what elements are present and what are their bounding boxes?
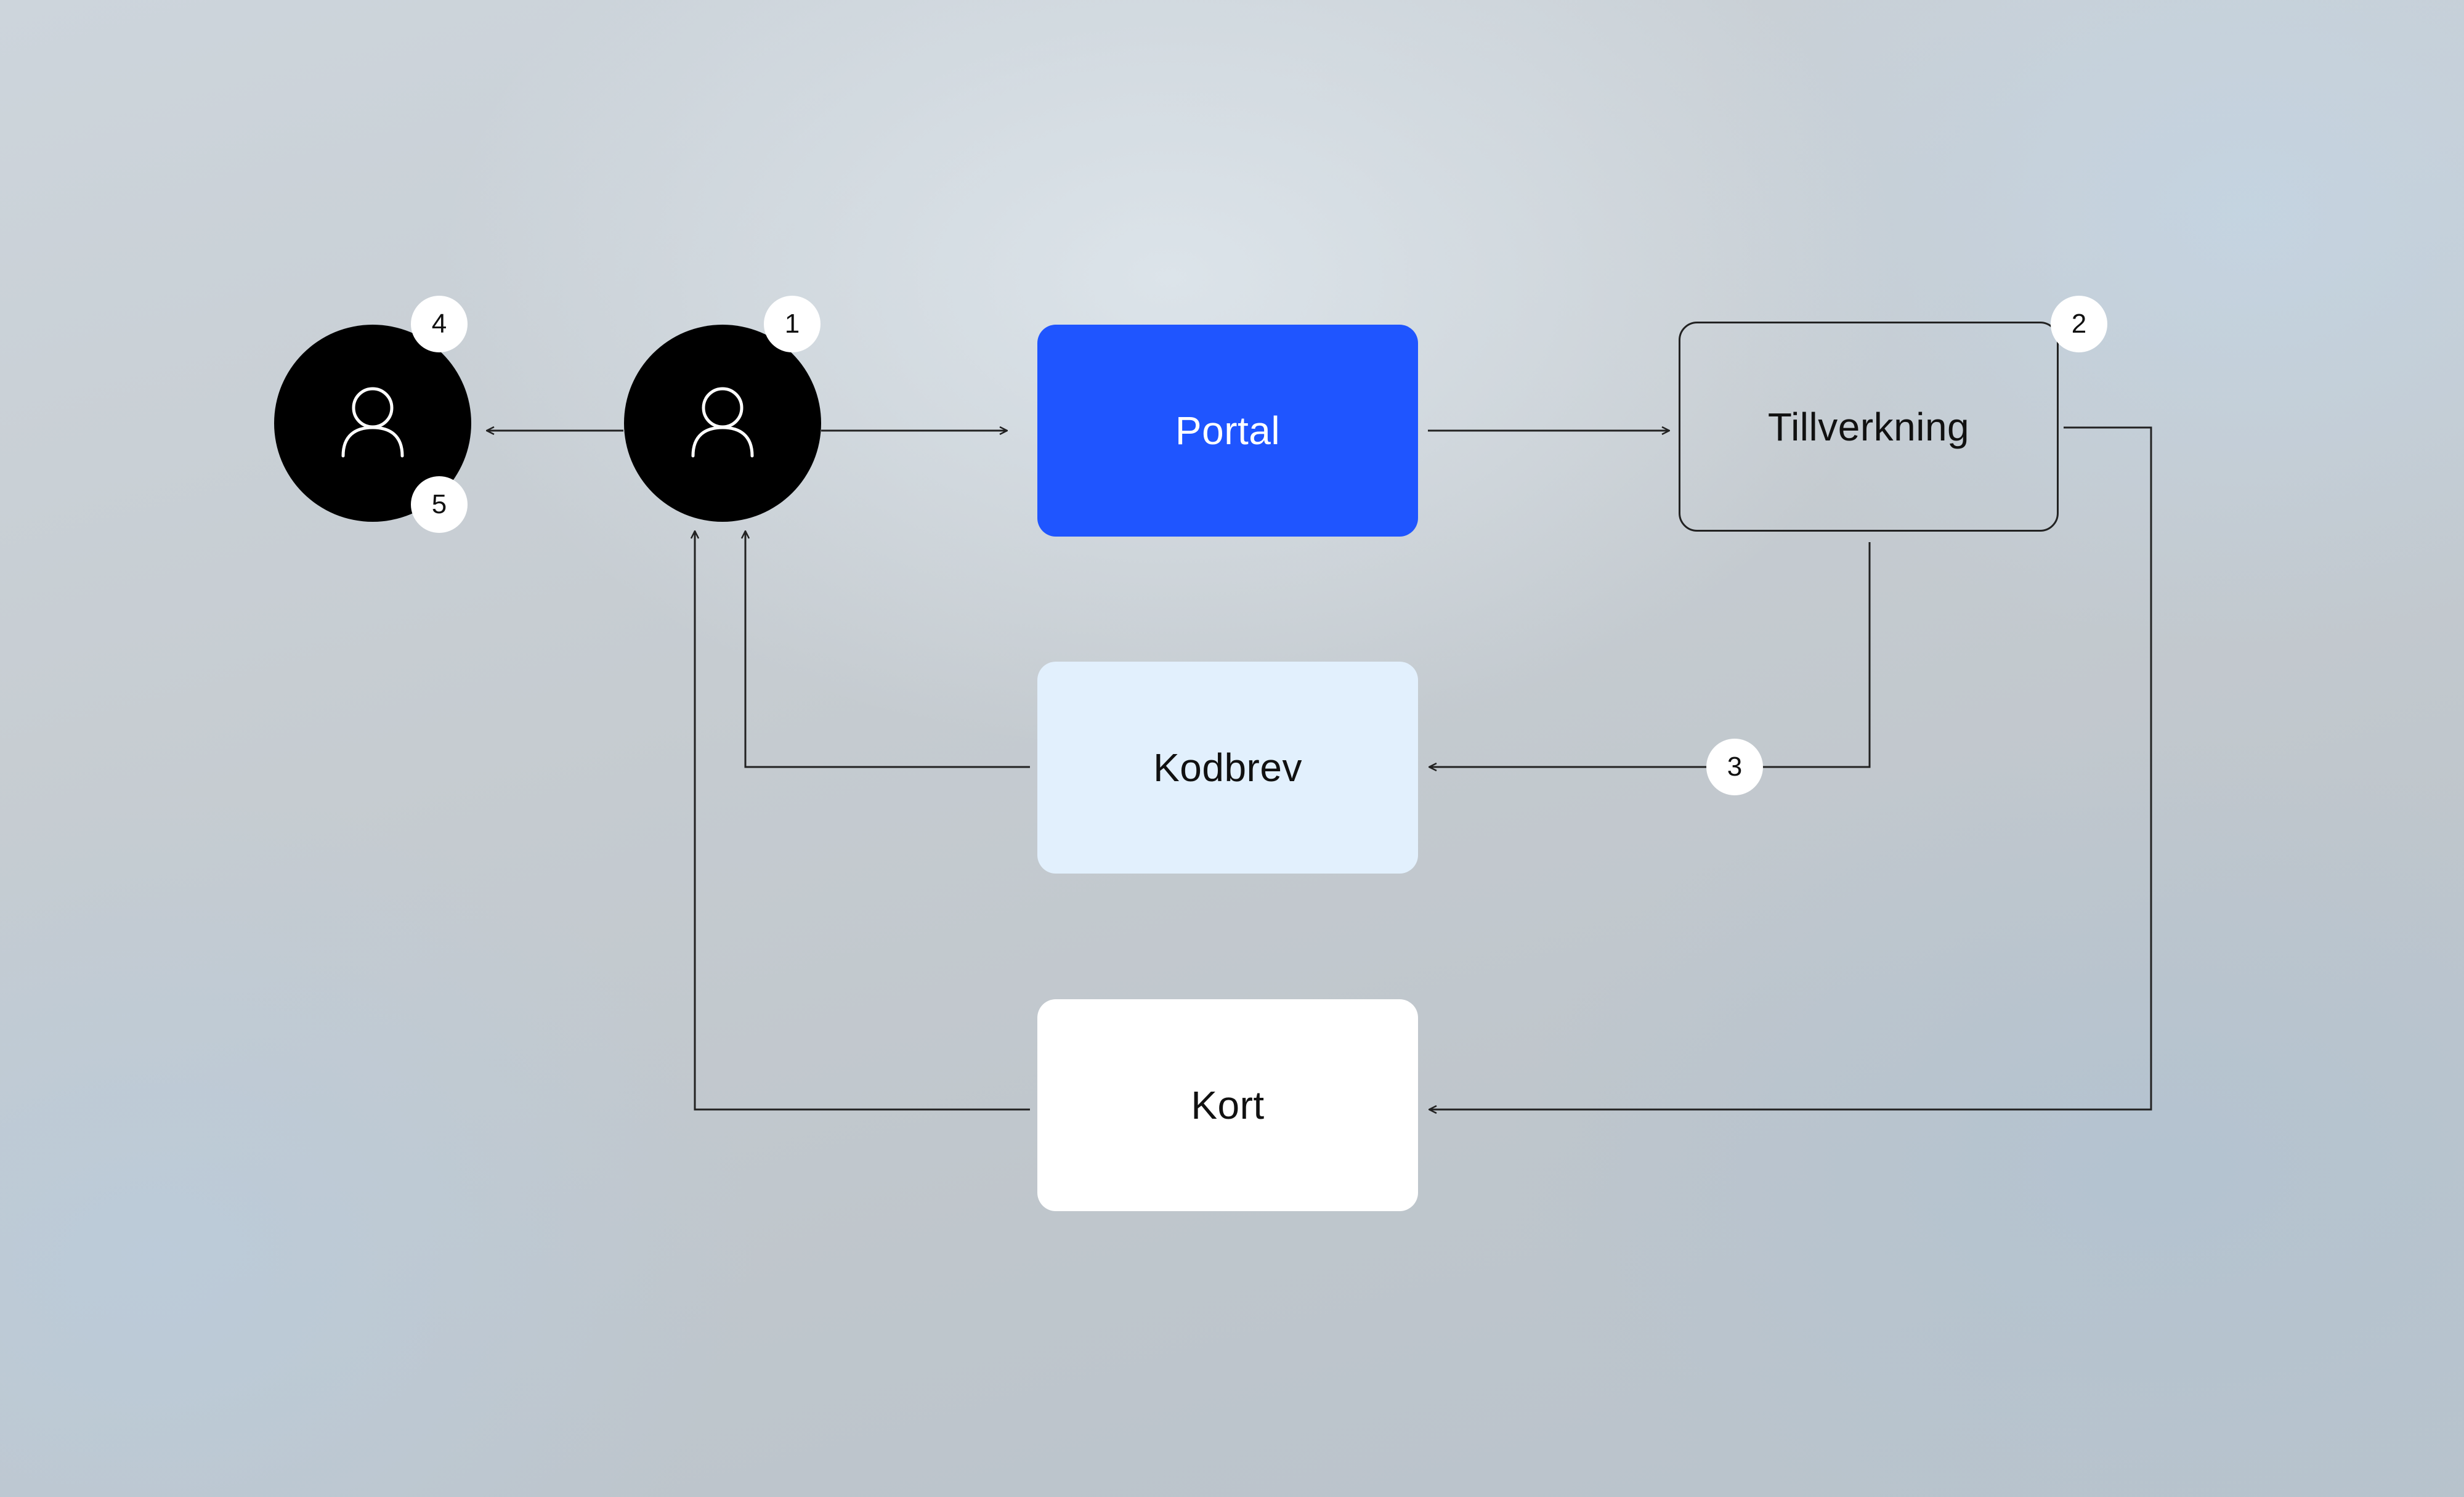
tillverkning-node: Tillverkning [1679,322,2059,532]
kort-label: Kort [1191,1083,1265,1127]
arrow-tillverkning-to-kort [1429,426,2152,1110]
step-badge-2: 2 [2051,296,2107,352]
arrow-kodbrev-to-user [745,531,1030,768]
primary-user-avatar [624,325,821,522]
arrow-tillverkning-to-kodbrev [1429,542,1871,767]
portal-label: Portal [1175,408,1281,453]
step-badge-4: 4 [411,296,468,352]
step-badge-1: 1 [764,296,821,352]
portal-node: Portal [1037,325,1418,537]
kodbrev-label: Kodbrev [1153,745,1302,790]
step-badge-5: 5 [411,476,468,533]
step-badge-3: 3 [1706,739,1763,795]
kodbrev-node: Kodbrev [1037,662,1418,874]
kort-node: Kort [1037,999,1418,1211]
tillverkning-label: Tillverkning [1767,404,1970,449]
user-icon [341,387,404,458]
arrow-kort-to-user [695,531,1030,1111]
user-icon [691,387,754,458]
